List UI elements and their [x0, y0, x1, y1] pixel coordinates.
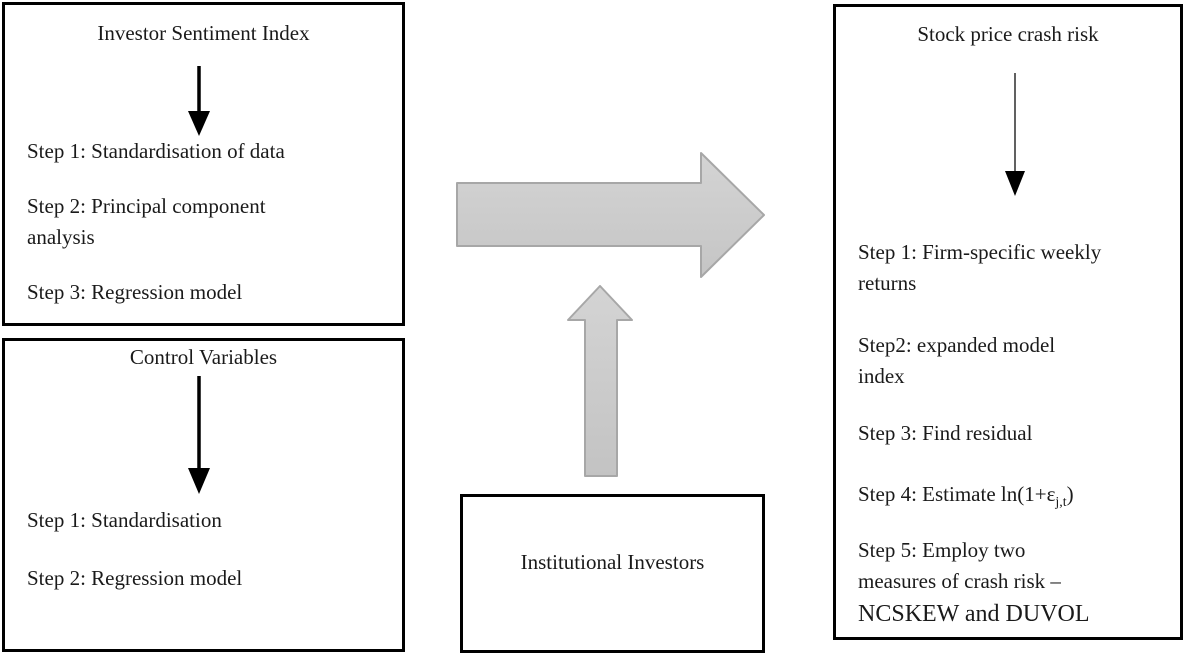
institutional-investors-label: Institutional Investors	[520, 550, 705, 574]
step-text: Step 2: Principal component	[27, 194, 266, 218]
step-item: Step2: expanded model index	[858, 330, 1055, 392]
step-item: Step 4: Estimate ln(1+εj,t)	[858, 479, 1074, 510]
step-item: Step 5: Employ two measures of crash ris…	[858, 535, 1090, 631]
right-block-arrow-icon	[456, 152, 765, 278]
crash-risk-title: Stock price crash risk	[917, 22, 1099, 46]
step-item: Step 1: Standardisation	[27, 505, 222, 536]
step-text: Step2: expanded model	[858, 333, 1056, 357]
control-variables-box: Control Variables Step 1: Standardisatio…	[2, 338, 405, 652]
crash-risk-box: Stock price crash risk Step 1: Firm-spec…	[833, 4, 1183, 640]
step-subscript: j,t	[1055, 495, 1067, 510]
step-text: Step 1: Firm-specific weekly	[858, 240, 1102, 264]
step-item: Step 3: Regression model	[27, 277, 242, 308]
up-block-arrow-icon	[567, 285, 633, 477]
step-text: returns	[858, 271, 917, 295]
step-text: NCSKEW and DUVOL	[858, 601, 1090, 627]
step-item: Step 2: Regression model	[27, 563, 242, 594]
step-item: Step 1: Firm-specific weekly returns	[858, 237, 1101, 299]
step-text: )	[1066, 482, 1074, 506]
investor-sentiment-title: Investor Sentiment Index	[97, 21, 310, 45]
step-text: Step 3: Find residual	[858, 421, 1033, 445]
down-arrow-icon	[188, 376, 210, 494]
step-text: Step 5: Employ two	[858, 538, 1026, 562]
step-text: index	[858, 364, 905, 388]
step-text: Step 2: Regression model	[27, 566, 243, 590]
down-arrow-icon	[188, 66, 210, 136]
investor-sentiment-box: Investor Sentiment Index Step 1: Standar…	[2, 2, 405, 326]
step-item: Step 2: Principal component analysis	[27, 191, 266, 253]
down-arrow-icon	[1005, 73, 1025, 196]
step-item: Step 1: Standardisation of data	[27, 136, 285, 167]
step-text: analysis	[27, 225, 95, 249]
step-text: Step 4: Estimate ln(1+ε	[858, 482, 1056, 506]
step-text: measures of crash risk –	[858, 569, 1061, 593]
step-text: Step 1: Standardisation	[27, 508, 222, 532]
control-variables-title: Control Variables	[129, 345, 278, 369]
step-item: Step 3: Find residual	[858, 418, 1032, 449]
step-text: Step 3: Regression model	[27, 280, 243, 304]
institutional-investors-box: Institutional Investors	[460, 494, 765, 653]
step-text: Step 1: Standardisation of data	[27, 139, 285, 163]
